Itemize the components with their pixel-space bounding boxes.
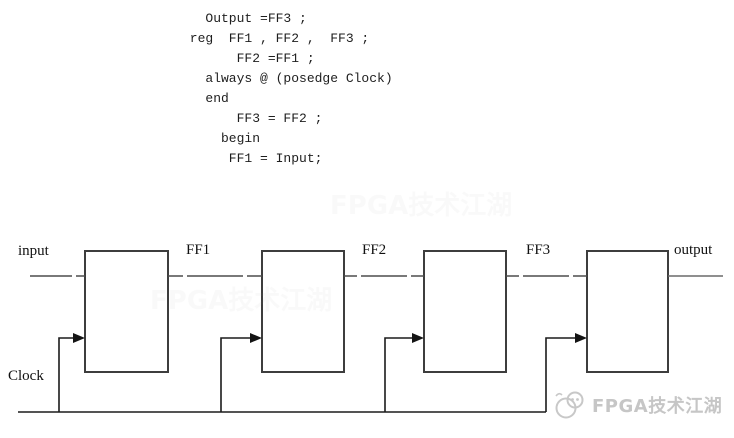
code-line-end: end	[182, 91, 229, 106]
flipflop-box-1	[84, 250, 169, 373]
flipflop-box-2	[261, 250, 345, 373]
clock-branch-4	[545, 337, 576, 412]
clock-label: Clock	[8, 368, 44, 384]
code-line-ff2-assign: FF2 =FF1 ;	[182, 51, 315, 66]
watermark: FPGA技术江湖	[553, 390, 722, 420]
clock-arrowhead-icon	[412, 333, 424, 343]
ff1-label: FF1	[186, 242, 211, 258]
code-line-output-assign: Output =FF3 ;	[182, 11, 307, 26]
flipflop-box-4	[586, 250, 669, 373]
code-line-begin: begin	[182, 131, 261, 146]
clock-branch-3	[384, 337, 413, 412]
input-label: input	[18, 243, 49, 259]
clock-arrowhead-icon	[250, 333, 262, 343]
code-line-reg-decl: reg FF1 , FF2 , FF3 ;	[182, 31, 370, 46]
output-label: output	[674, 242, 713, 258]
chick-mascot-icon	[555, 391, 584, 419]
ff2-label: FF2	[362, 242, 387, 258]
code-line-always: always @ (posedge Clock)	[182, 71, 393, 86]
clock-branch-1	[58, 337, 74, 412]
clock-arrowhead-icon	[575, 333, 587, 343]
flipflop-box-3	[423, 250, 507, 373]
watermark-text: FPGA技术江湖	[592, 396, 723, 417]
clock-arrowhead-icon	[73, 333, 85, 343]
clock-branch-2	[220, 337, 251, 412]
ff3-label: FF3	[526, 242, 551, 258]
verilog-code-block: Output =FF3 ; reg FF1 , FF2 , FF3 ; FF2 …	[182, 9, 393, 169]
code-line-ff1-assign: FF1 = Input;	[182, 151, 323, 166]
code-line-ff3-assign: FF3 = FF2 ;	[182, 111, 323, 126]
